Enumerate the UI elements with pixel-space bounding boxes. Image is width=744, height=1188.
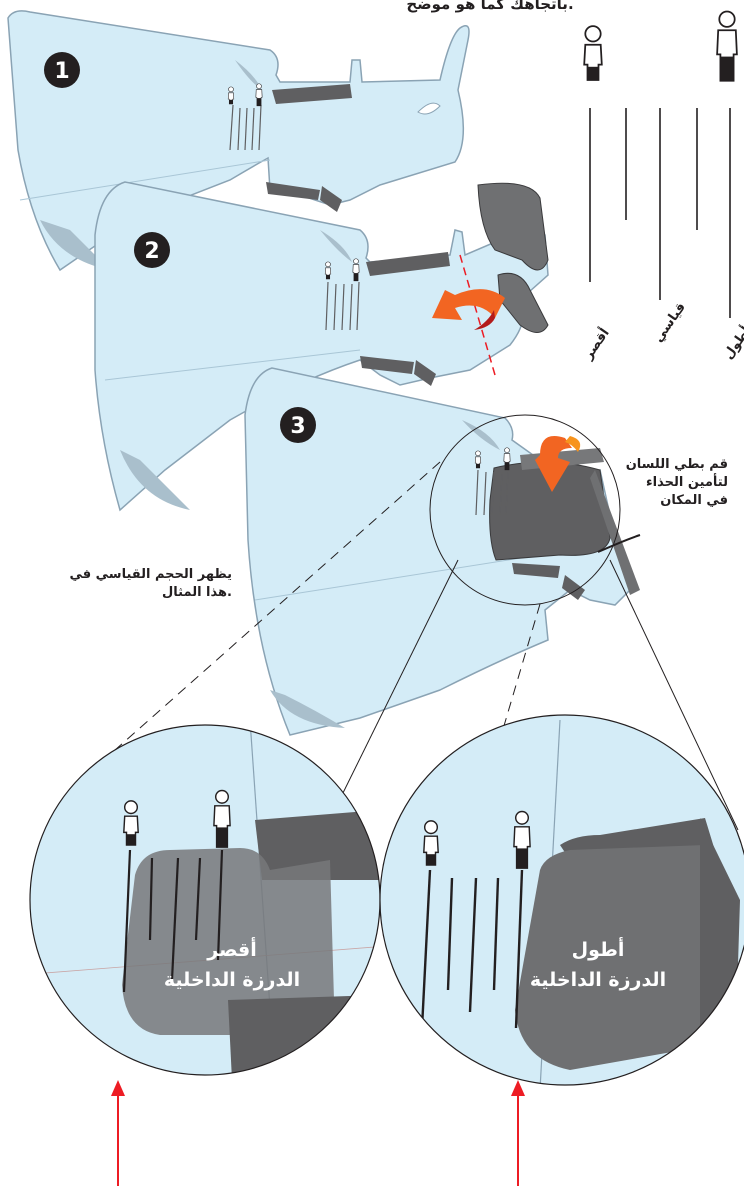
step-3-number: 3 <box>290 414 305 439</box>
zoom-right-line1: أطول <box>572 937 625 961</box>
zoom-right-line2: الدرزة الداخلية <box>530 969 666 991</box>
zoom-circle-longer: أطول الدرزة الداخلية <box>375 710 744 1090</box>
scale-label-standard: قياسي <box>651 300 689 345</box>
person-tall-icon <box>514 812 530 869</box>
person-tall-icon <box>214 791 230 848</box>
standard-size-note: يظهر الحجم القياسي في هذا المثال. <box>69 567 232 600</box>
person-short-icon <box>584 26 602 80</box>
svg-text:هذا المثال.: هذا المثال. <box>162 585 232 600</box>
zoom-left-line1: أقصر <box>206 937 257 961</box>
step-1-number: 1 <box>54 59 69 84</box>
person-tall-icon <box>717 11 737 80</box>
zoom-circle-shorter: أقصر الدرزة الداخلية <box>20 720 400 1080</box>
scale-label-shorter: أقصر <box>579 325 613 363</box>
person-short-icon <box>424 821 438 865</box>
up-arrow-icon <box>511 1080 525 1186</box>
up-arrow-icon <box>111 1080 125 1186</box>
height-scale: أقصر قياسي أطول <box>579 11 744 363</box>
svg-text:في المكان: في المكان <box>660 493 728 508</box>
svg-text:لتأمين الحذاء: لتأمين الحذاء <box>646 473 728 490</box>
person-short-icon <box>124 801 138 845</box>
svg-text:يظهر الحجم القياسي في: يظهر الحجم القياسي في <box>69 567 232 582</box>
svg-text:قم بطي اللسان: قم بطي اللسان <box>626 457 728 472</box>
header-text: باتجاهك كما هو موضح. <box>406 0 573 13</box>
tongue-instruction: قم بطي اللسان لتأمين الحذاء في المكان <box>626 457 728 508</box>
zoom-left-line2: الدرزة الداخلية <box>164 969 300 991</box>
scale-label-longer: أطول <box>719 323 744 362</box>
step-2-number: 2 <box>144 239 159 264</box>
